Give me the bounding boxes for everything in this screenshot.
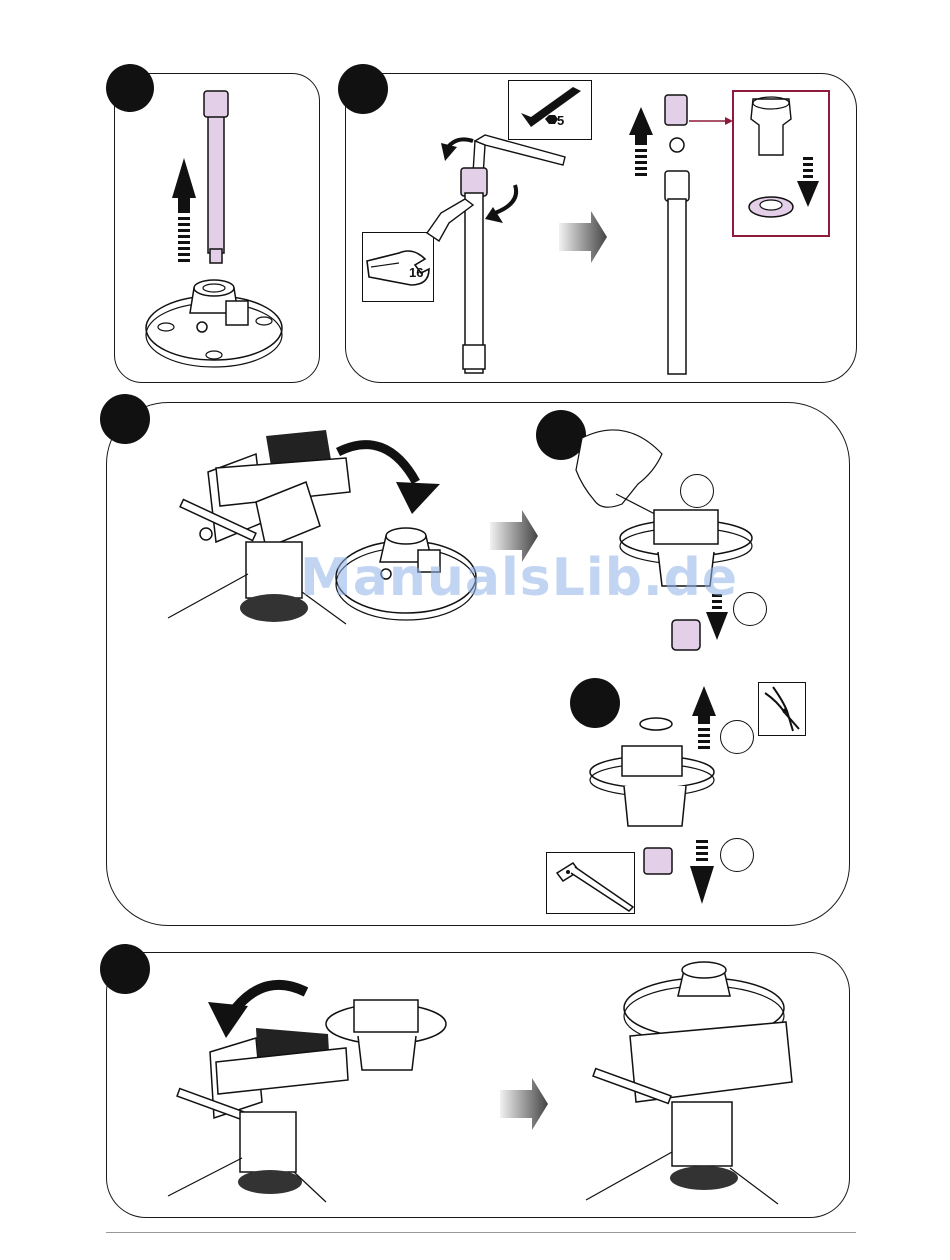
valve-reassembly-illustration <box>106 952 850 1218</box>
rod-removal-illustration <box>114 73 320 383</box>
page-bottom-rule <box>106 1232 856 1233</box>
nozzle-loosening-illustration <box>345 73 857 383</box>
valve-disassembly-illustration <box>106 402 850 926</box>
